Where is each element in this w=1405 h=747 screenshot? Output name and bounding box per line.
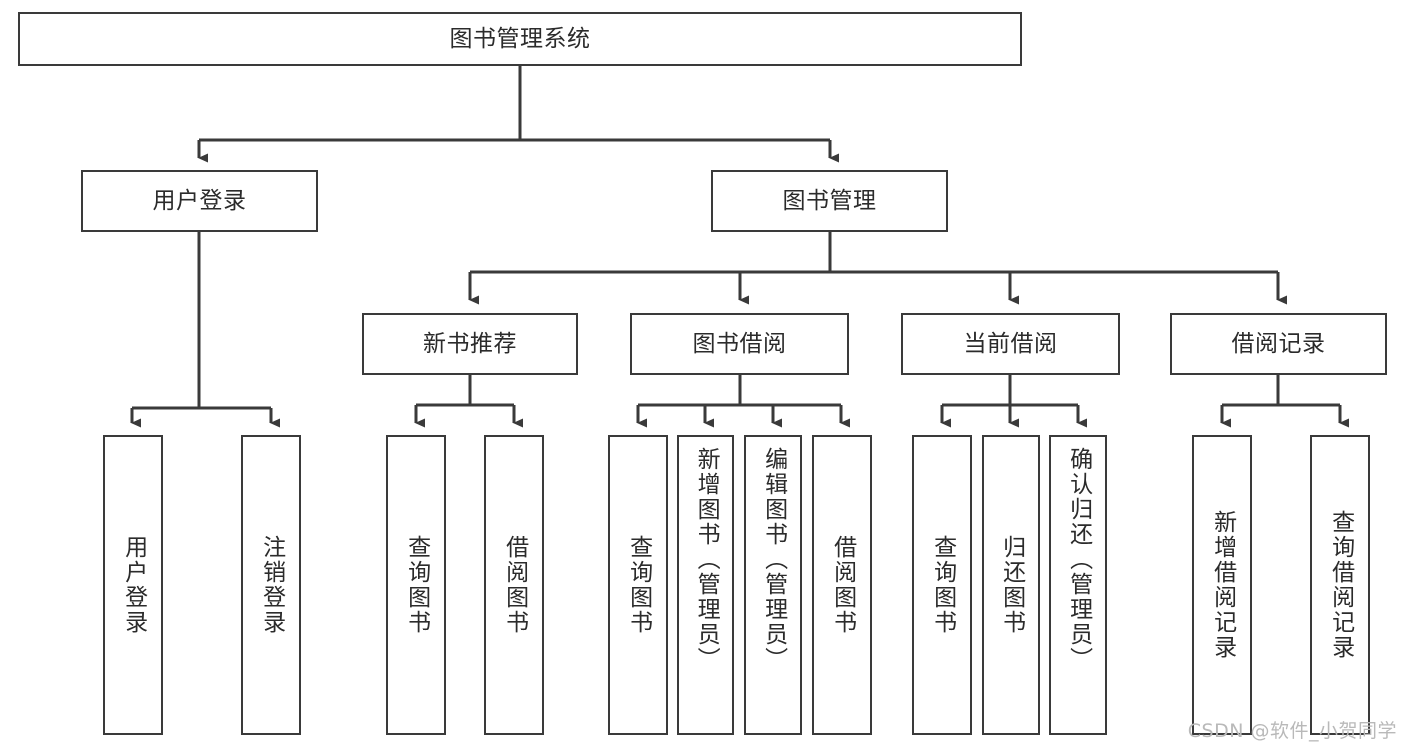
- leaf-user-login-login[interactable]: 用户登录: [103, 435, 163, 735]
- leaf-book-borrow-borrow[interactable]: 借阅图书: [812, 435, 872, 735]
- node-label: 新书推荐: [423, 330, 517, 357]
- node-label: 确认归还（管理员）: [1065, 447, 1092, 672]
- node-label: 编辑图书（管理员）: [760, 447, 787, 672]
- node-label: 注销登录: [258, 535, 285, 635]
- leaf-book-borrow-add[interactable]: 新增图书（管理员）: [677, 435, 734, 735]
- node-label: 用户登录: [120, 535, 147, 635]
- leaf-current-borrow-confirm-return[interactable]: 确认归还（管理员）: [1049, 435, 1107, 735]
- leaf-book-borrow-edit[interactable]: 编辑图书（管理员）: [744, 435, 802, 735]
- node-label: 图书管理系统: [449, 25, 591, 52]
- csdn-watermark: CSDN @软件_小贺同学: [1187, 720, 1397, 742]
- node-label: 归还图书: [998, 535, 1025, 635]
- node-label: 当前借阅: [963, 330, 1058, 357]
- leaf-borrow-record-query[interactable]: 查询借阅记录: [1310, 435, 1370, 735]
- node-label: 借阅图书: [501, 535, 528, 635]
- leaf-current-borrow-query[interactable]: 查询图书: [912, 435, 972, 735]
- node-label: 查询图书: [403, 535, 430, 635]
- node-label: 图书借阅: [692, 330, 787, 357]
- node-label: 查询借阅记录: [1327, 510, 1354, 660]
- node-borrow-record[interactable]: 借阅记录: [1170, 313, 1387, 375]
- leaf-book-borrow-query[interactable]: 查询图书: [608, 435, 668, 735]
- node-book-management[interactable]: 图书管理: [711, 170, 948, 232]
- leaf-new-book-borrow[interactable]: 借阅图书: [484, 435, 544, 735]
- node-label: 图书管理: [782, 187, 877, 214]
- node-root-system[interactable]: 图书管理系统: [18, 12, 1022, 66]
- node-label: 借阅图书: [829, 535, 856, 635]
- node-user-login[interactable]: 用户登录: [81, 170, 318, 232]
- leaf-new-book-query[interactable]: 查询图书: [386, 435, 446, 735]
- node-label: 新增图书（管理员）: [693, 447, 720, 672]
- node-label: 查询图书: [929, 535, 956, 635]
- node-book-borrow[interactable]: 图书借阅: [630, 313, 849, 375]
- node-new-book-recommend[interactable]: 新书推荐: [362, 313, 578, 375]
- leaf-user-login-logout[interactable]: 注销登录: [241, 435, 301, 735]
- leaf-borrow-record-add[interactable]: 新增借阅记录: [1192, 435, 1252, 735]
- node-label: 借阅记录: [1231, 330, 1326, 357]
- node-label: 新增借阅记录: [1209, 510, 1236, 660]
- leaf-current-borrow-return[interactable]: 归还图书: [982, 435, 1040, 735]
- node-current-borrow[interactable]: 当前借阅: [901, 313, 1120, 375]
- node-label: 查询图书: [625, 535, 652, 635]
- node-label: 用户登录: [152, 187, 247, 214]
